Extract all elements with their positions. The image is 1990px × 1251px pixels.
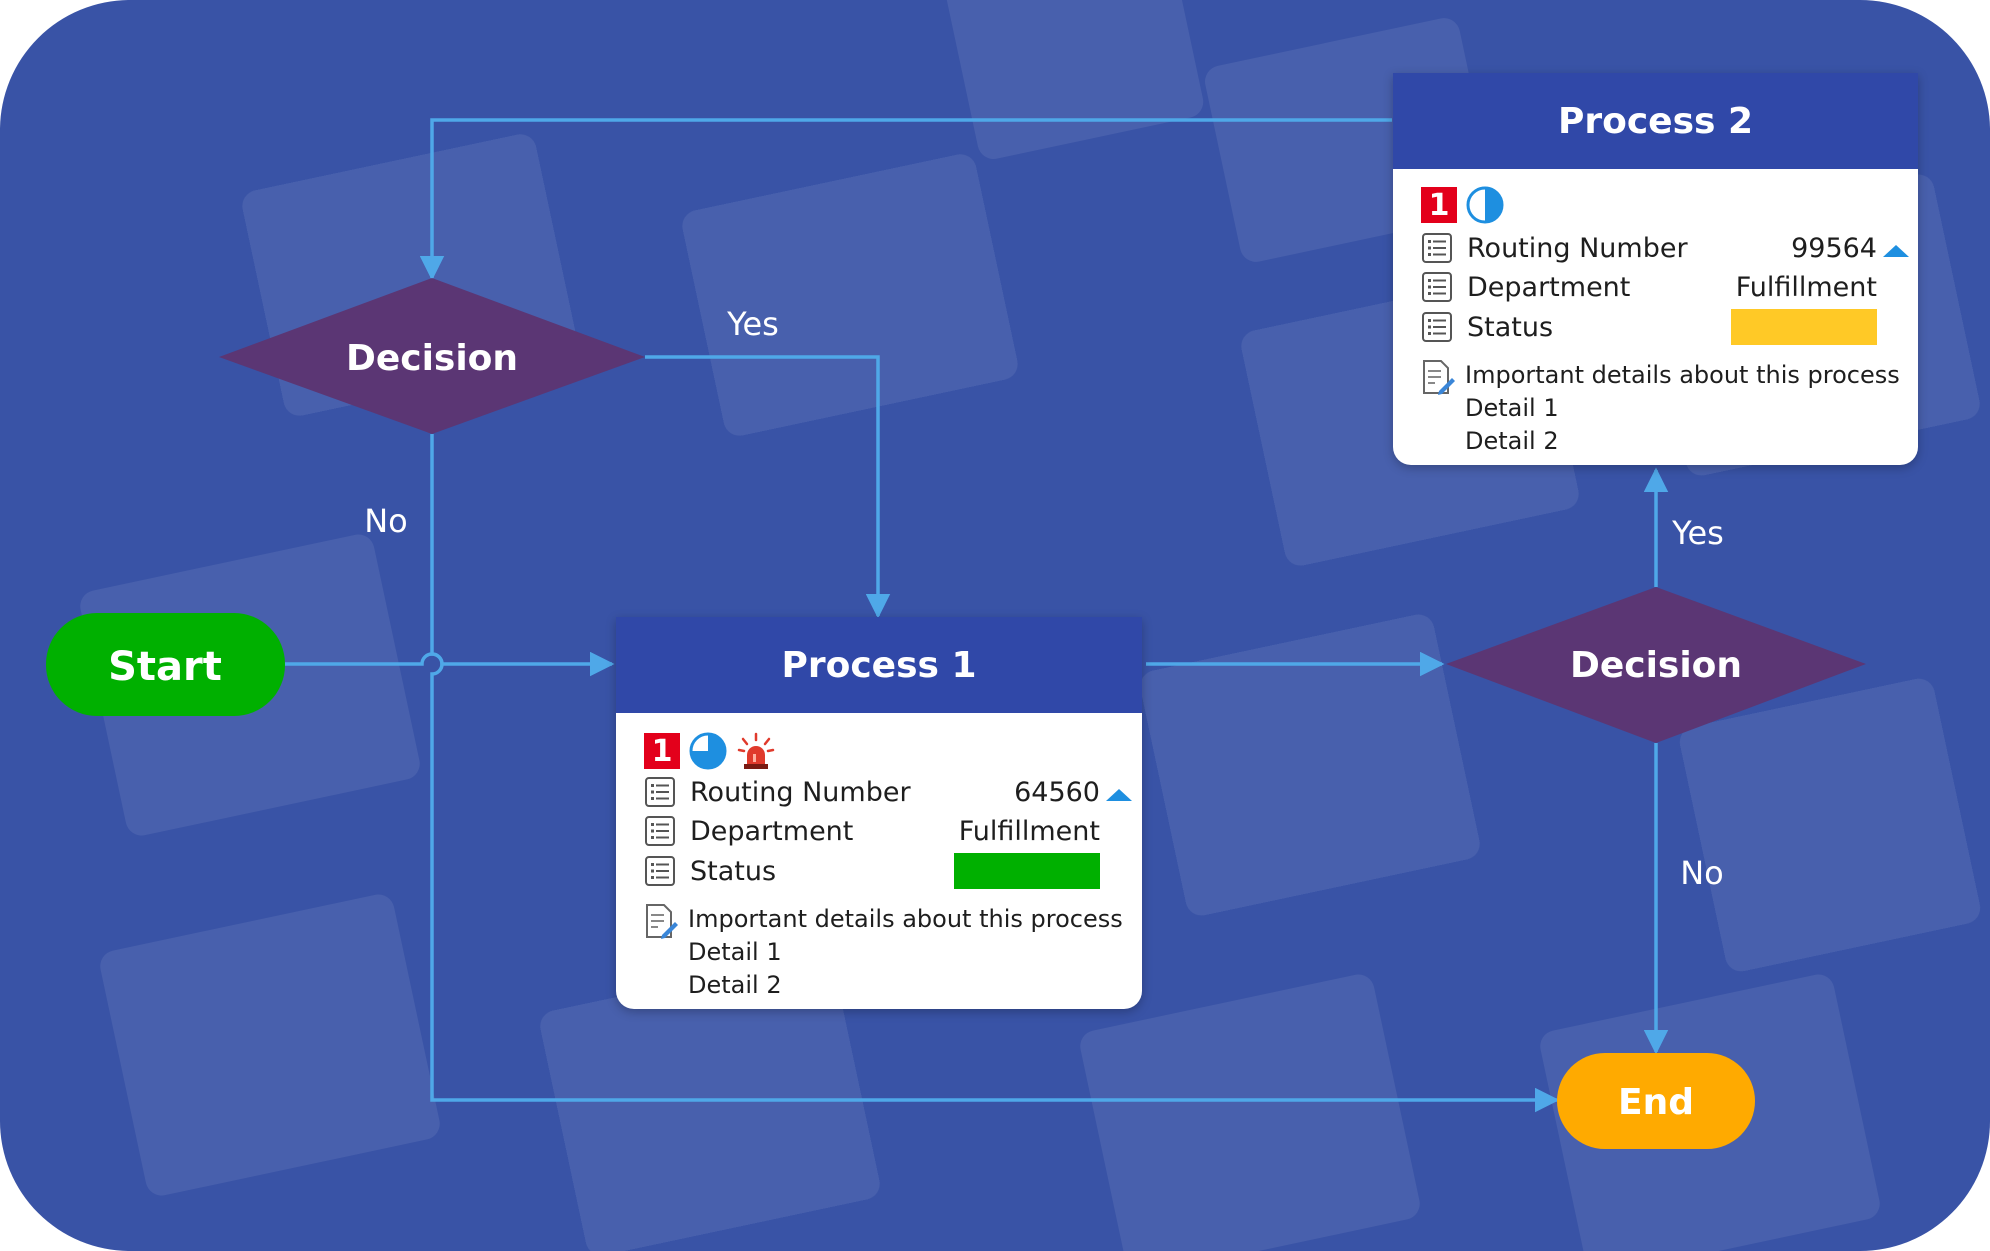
field-value: 64560 (1014, 776, 1100, 808)
field-label: Status (690, 855, 777, 887)
field-label: Routing Number (1467, 232, 1688, 264)
end-node[interactable] (1557, 1053, 1755, 1149)
priority-badge-icon: 1 (644, 733, 680, 769)
process-1-card[interactable]: Process 1 1 Routing Number 64560 (616, 617, 1142, 1009)
list-icon (645, 777, 675, 807)
collapse-caret-icon[interactable] (1106, 789, 1132, 801)
connector-start-to-process1 (285, 651, 615, 677)
end-label: End (1618, 1082, 1694, 1123)
decision-1-diamond[interactable] (219, 278, 645, 434)
list-icon (1422, 233, 1452, 263)
field-label: Department (1467, 271, 1631, 303)
routing-number-row: Routing Number 99564 (1421, 230, 1877, 266)
note-edit-icon (646, 904, 678, 939)
edge-label-no-1: No (364, 502, 408, 540)
field-label: Status (1467, 311, 1554, 343)
status-row: Status (644, 853, 1100, 889)
process-2-icons: 1 (1421, 185, 1505, 225)
notes-text: Important details about this process Det… (1465, 359, 1900, 458)
decision-2-label: Decision (1570, 645, 1742, 686)
notes-detail: Detail 1 (1465, 394, 1559, 422)
field-value: Fulfillment (958, 815, 1100, 847)
field-value: 99564 (1791, 232, 1877, 264)
notes-detail: Detail 1 (688, 938, 782, 966)
decision-1-label: Decision (346, 338, 518, 379)
progress-pie-icon (1466, 186, 1504, 224)
notes-section: Important details about this process Det… (644, 903, 1123, 1003)
list-icon (1422, 272, 1452, 302)
status-indicator (954, 853, 1100, 889)
decision-2-diamond[interactable] (1446, 587, 1866, 743)
notes-text: Important details about this process Det… (688, 903, 1123, 1002)
process-1-icons: 1 (644, 731, 776, 771)
start-label: Start (108, 644, 222, 690)
list-icon (1422, 312, 1452, 342)
edge-label-no-2: No (1680, 854, 1724, 892)
list-icon (645, 856, 675, 886)
priority-badge-icon: 1 (1421, 187, 1457, 223)
note-edit-icon (1423, 360, 1455, 395)
field-label: Department (690, 815, 854, 847)
routing-number-row: Routing Number 64560 (644, 774, 1100, 810)
start-node[interactable] (46, 613, 285, 716)
connector-decision1-yes (645, 355, 891, 619)
notes-section: Important details about this process Det… (1421, 359, 1900, 459)
process-1-title: Process 1 (616, 617, 1142, 713)
notes-heading: Important details about this process (688, 905, 1123, 933)
collapse-caret-icon[interactable] (1883, 245, 1909, 257)
department-row: Department Fulfillment (644, 813, 1100, 849)
notes-heading: Important details about this process (1465, 361, 1900, 389)
process-2-card[interactable]: Process 2 1 Routing Number 99564 Departm… (1393, 73, 1918, 465)
list-icon (645, 816, 675, 846)
process-2-title: Process 2 (1393, 73, 1918, 169)
edge-label-yes-1: Yes (726, 305, 779, 343)
field-value: Fulfillment (1735, 271, 1877, 303)
notes-detail: Detail 2 (1465, 427, 1559, 455)
edge-label-yes-2: Yes (1671, 514, 1724, 552)
alarm-siren-icon (737, 732, 775, 769)
field-label: Routing Number (690, 776, 911, 808)
connector-process2-to-decision1 (419, 118, 1392, 281)
department-row: Department Fulfillment (1421, 269, 1877, 305)
status-row: Status (1421, 309, 1877, 345)
status-indicator (1731, 309, 1877, 345)
notes-detail: Detail 2 (688, 971, 782, 999)
progress-pie-icon (689, 732, 727, 770)
